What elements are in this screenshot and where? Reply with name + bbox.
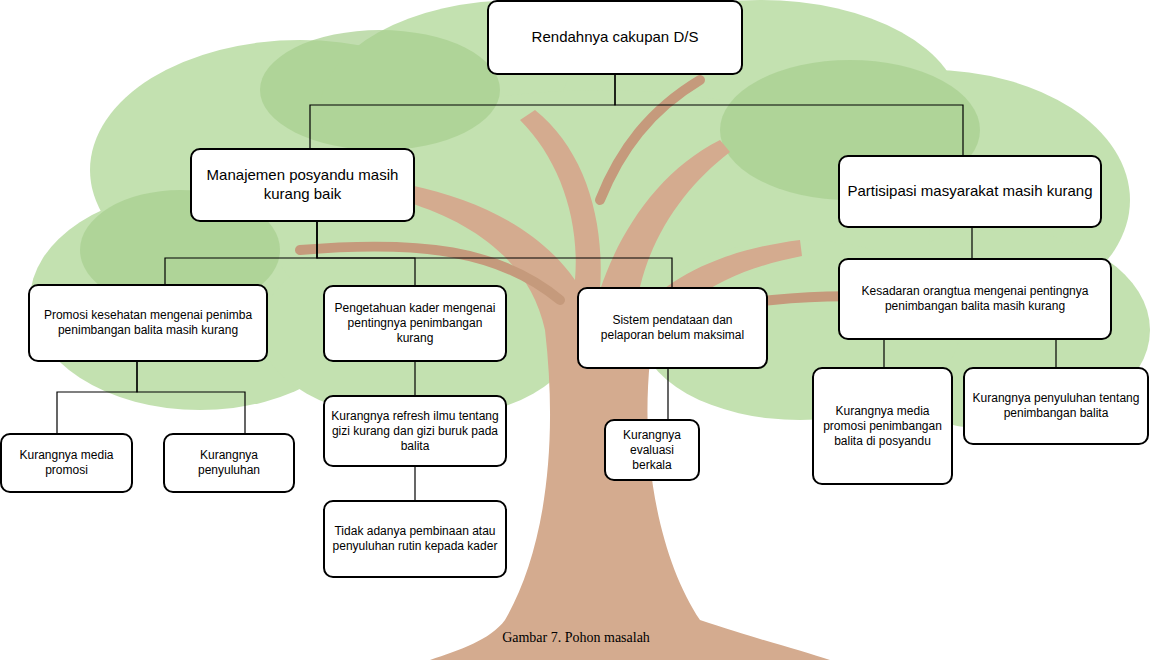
box-text: Kesadaran orangtua mengenai pentingnya p… — [846, 284, 1104, 314]
box-text: Kurangnya media promosi — [8, 448, 125, 478]
tree-connector — [667, 369, 668, 419]
tree-connector — [165, 222, 317, 284]
cause-box: Kurangnya evaluasi berkala — [604, 419, 700, 481]
box-text: Tidak adanya pembinaan atau penyuluhan r… — [331, 524, 499, 554]
tree-connector — [615, 75, 963, 155]
tree-connector — [317, 222, 672, 287]
cause-box: Sistem pendataan dan pelaporan belum mak… — [577, 287, 768, 369]
box-text: Kurangnya penyuluhan tentang penimbangan… — [971, 391, 1141, 421]
box-text: Manajemen posyandu masih kurang baik — [198, 166, 407, 204]
tree-connector — [1055, 340, 1056, 367]
cause-box: Partisipasi masyarakat masih kurang — [838, 155, 1102, 228]
tree-connector — [310, 75, 615, 148]
cause-box: Kurangnya penyuluhan tentang penimbangan… — [963, 367, 1149, 445]
box-text: Kurangnya evaluasi berkala — [612, 428, 692, 473]
figure-caption: Gambar 7. Pohon masalah — [0, 630, 1152, 646]
tree-connector — [137, 362, 245, 433]
box-text: Kurangnya media promosi penimbangan bali… — [820, 404, 945, 449]
root-problem-box: Rendahnya cakupan D/S — [487, 0, 743, 75]
box-text: Partisipasi masyarakat masih kurang — [847, 182, 1092, 201]
cause-box: Promosi kesehatan mengenai penimba penim… — [28, 284, 268, 362]
cause-box: Pengetahuan kader mengenai pentingnya pe… — [323, 285, 507, 362]
cause-box: Tidak adanya pembinaan atau penyuluhan r… — [323, 500, 507, 578]
box-text: Promosi kesehatan mengenai penimba penim… — [36, 308, 260, 338]
cause-box: Kurangnya penyuluhan — [163, 433, 295, 493]
box-text: Pengetahuan kader mengenai pentingnya pe… — [331, 301, 499, 346]
box-text: Kurangnya penyuluhan — [171, 448, 287, 478]
tree-connector — [317, 222, 415, 285]
cause-box: Kurangnya media promosi penimbangan bali… — [812, 367, 953, 485]
tree-connector — [971, 228, 972, 258]
tree-connector — [883, 340, 884, 367]
cause-box: Kesadaran orangtua mengenai pentingnya p… — [838, 258, 1112, 340]
box-text: Sistem pendataan dan pelaporan belum mak… — [585, 313, 760, 343]
tree-connector — [414, 467, 415, 500]
tree-connector — [57, 362, 137, 433]
cause-box: Kurangnya refresh ilmu tentang gizi kura… — [323, 395, 507, 467]
cause-box: Kurangnya media promosi — [0, 433, 133, 493]
box-text: Kurangnya refresh ilmu tentang gizi kura… — [331, 409, 499, 454]
cause-box: Manajemen posyandu masih kurang baik — [190, 148, 415, 222]
box-text: Rendahnya cakupan D/S — [532, 28, 699, 47]
tree-connector — [414, 362, 415, 395]
